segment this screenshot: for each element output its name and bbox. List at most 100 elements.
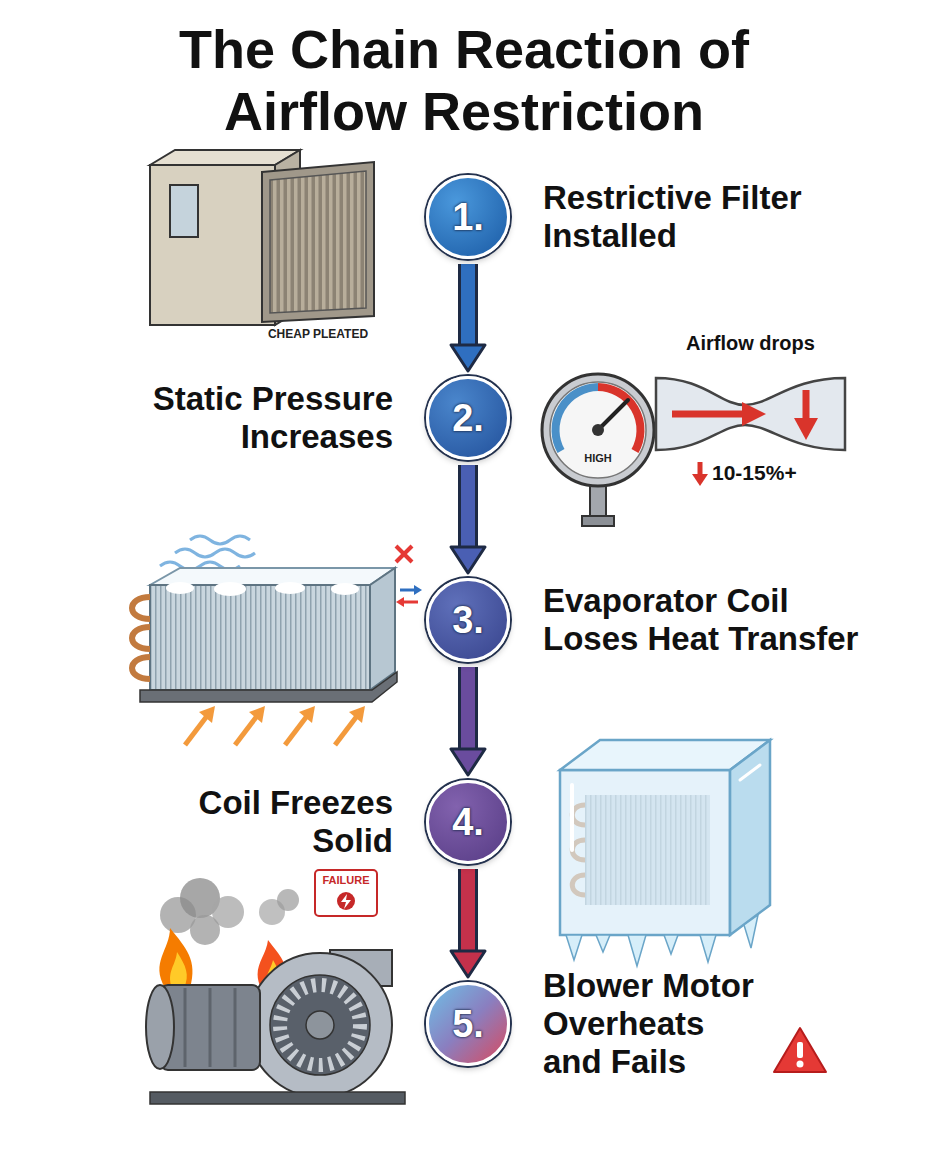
blower-motor (184, 988, 187, 1067)
evaporator-coil (299, 706, 315, 723)
blower-motor (146, 870, 405, 1104)
label-box: HIGH (584, 452, 612, 464)
evaporator-coil (396, 546, 412, 562)
blower-motor (337, 892, 355, 910)
evaporator-coil (249, 706, 265, 723)
pressure-gauge (542, 374, 654, 526)
label-box: CHEAP PLEATED (268, 328, 368, 341)
blower-motor (190, 915, 220, 945)
blower-motor (315, 870, 377, 916)
evaporator-coil (285, 716, 307, 745)
furnace-illustration (170, 185, 198, 237)
warning-icon (774, 1028, 826, 1072)
frozen-coil-ice (664, 935, 678, 954)
title-box: The Chain Reaction of Airflow Restrictio… (134, 18, 794, 142)
arrow-outline (458, 667, 478, 751)
restricted-duct (656, 378, 845, 486)
label-box: 10-15%+ (712, 461, 797, 484)
frozen-coil-ice (570, 785, 574, 850)
evaporator-coil (190, 536, 250, 544)
step-number: 5. (429, 985, 507, 1063)
step-heading-box: Coil Freezes Solid (153, 784, 393, 860)
evaporator-coil (132, 536, 422, 745)
arrow-shaft (461, 465, 475, 549)
restricted-duct (672, 411, 742, 418)
warning-icon (797, 1061, 804, 1068)
blower-motor (159, 928, 192, 988)
arrow-head (451, 345, 485, 371)
blower-motor (341, 894, 351, 909)
evaporator-coil (331, 583, 359, 595)
step-heading: Restrictive Filter Installed (543, 179, 903, 255)
furnace-illustration (262, 162, 374, 322)
pressure-gauge (582, 516, 614, 526)
restricted-duct (742, 402, 766, 426)
frozen-coil-ice (740, 765, 760, 780)
step-circle: 1.Restrictive Filter Installed (426, 175, 510, 259)
blower-motor (234, 988, 237, 1067)
step-number: 4. (429, 783, 507, 861)
arrow-outline (458, 465, 478, 549)
step-heading: Static Pressure Increases (93, 380, 393, 456)
arrow-head (451, 749, 485, 775)
pressure-gauge (556, 387, 598, 451)
frozen-coil-ice (700, 935, 716, 962)
frozen-coil-ice (560, 770, 730, 935)
step-heading-box: Evaporator Coil Loses Heat Transfer (543, 582, 893, 658)
step-heading: Blower Motor Overheats and Fails (543, 967, 762, 1081)
pressure-gauge (598, 400, 628, 430)
evaporator-coil (396, 597, 404, 607)
frozen-coil-ice (744, 915, 758, 948)
step-heading-box: Blower Motor Overheats and Fails (543, 967, 762, 1081)
evaporator-coil (235, 716, 257, 745)
evaporator-coil (400, 589, 416, 592)
evaporator-coil (335, 716, 357, 745)
blower-motor (209, 988, 212, 1067)
evaporator-coil (414, 585, 422, 595)
annotation-label: HIGH (584, 452, 612, 464)
flow-arrow (451, 465, 485, 573)
furnace-illustration (150, 150, 374, 325)
blower-motor (150, 1092, 405, 1104)
furnace-illustration (270, 171, 366, 313)
annotation-label: FAILURE (322, 874, 369, 886)
frozen-coil-ice (730, 740, 770, 935)
arrow-head (451, 547, 485, 573)
evaporator-coil (140, 672, 397, 702)
restricted-duct (803, 390, 810, 420)
step-circle: 5.Blower Motor Overheats and Fails (426, 982, 510, 1066)
restricted-duct (656, 378, 845, 450)
evaporator-coil (166, 582, 194, 594)
flow-arrow (451, 667, 485, 775)
label-box: Airflow drops (686, 332, 815, 354)
frozen-coil-ice (560, 740, 770, 966)
step-heading-box: Static Pressure Increases (93, 380, 393, 456)
evaporator-coil (199, 706, 215, 723)
evaporator-coil (402, 601, 418, 604)
evaporator-coil (396, 546, 412, 562)
evaporator-coil (370, 568, 395, 690)
blower-motor (280, 985, 360, 1065)
arrow-outline (458, 264, 478, 347)
step-heading: Evaporator Coil Loses Heat Transfer (543, 582, 893, 658)
flow-arrow (451, 264, 485, 371)
arrow-head (451, 951, 485, 977)
restricted-duct (698, 462, 703, 476)
frozen-coil-ice (566, 935, 582, 960)
blower-motor (248, 953, 392, 1097)
step-heading: Coil Freezes Solid (153, 784, 393, 860)
restricted-duct (794, 418, 818, 440)
blower-motor (160, 985, 260, 1070)
step-circle: 3.Evaporator Coil Loses Heat Transfer (426, 578, 510, 662)
arrow-outline (458, 869, 478, 953)
step-number: 1. (429, 178, 507, 256)
label-box: FAILURE (322, 874, 369, 886)
diagram-title: The Chain Reaction of Airflow Restrictio… (134, 18, 794, 142)
flow-arrow (451, 869, 485, 977)
step-number: 3. (429, 581, 507, 659)
evaporator-coil (214, 582, 246, 596)
evaporator-coil (175, 549, 255, 557)
